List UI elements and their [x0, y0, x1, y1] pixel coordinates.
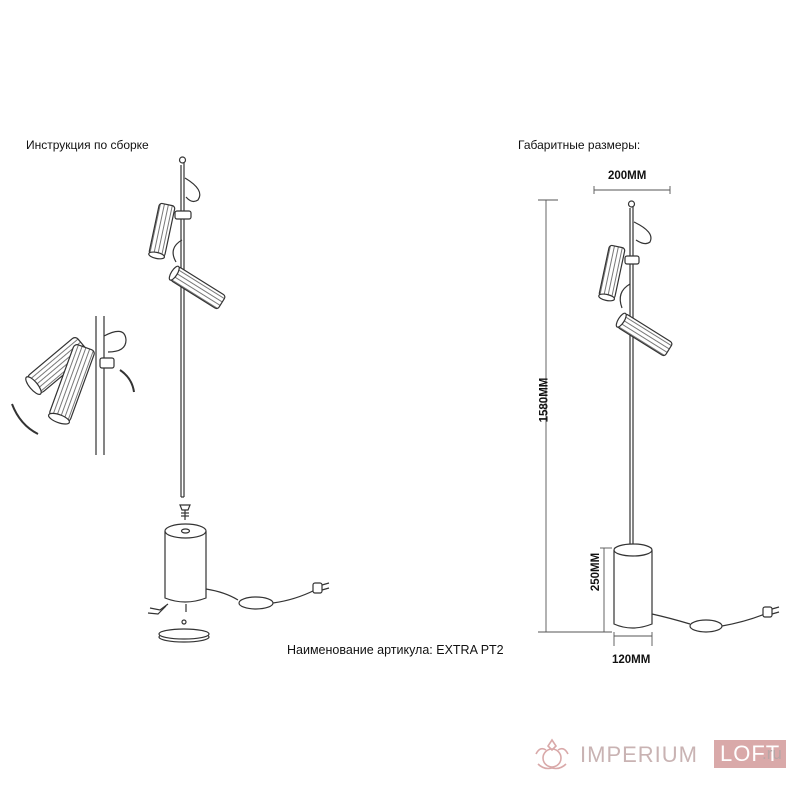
watermark-domain: .ru: [762, 744, 782, 763]
dimension-lines: [538, 186, 671, 646]
watermark-brand: IMPERIUM: [580, 742, 698, 767]
article-name: Наименование артикула: EXTRA PT2: [287, 643, 504, 657]
dimension-base-height: 250MM: [590, 552, 603, 592]
watermark-brand-highlight: LOFT: [714, 740, 787, 768]
dimension-lamp: [598, 200, 780, 633]
dimension-total-height: 1580MM: [538, 377, 551, 423]
dimensions-title: Габаритные размеры:: [518, 138, 641, 152]
assembly-detail: [11, 316, 135, 455]
dimension-base-width: 120MM: [612, 654, 651, 666]
assembly-title: Инструкция по сборке: [26, 138, 149, 152]
assembly-head-upper: [148, 202, 176, 260]
dimension-top-width: 200MM: [608, 170, 647, 182]
assembly-head-lower: [168, 265, 226, 310]
assembly-lamp: [147, 156, 330, 643]
crest-icon: [535, 738, 569, 770]
watermark-logo: IMPERIUM LOFT .ru: [530, 736, 790, 772]
